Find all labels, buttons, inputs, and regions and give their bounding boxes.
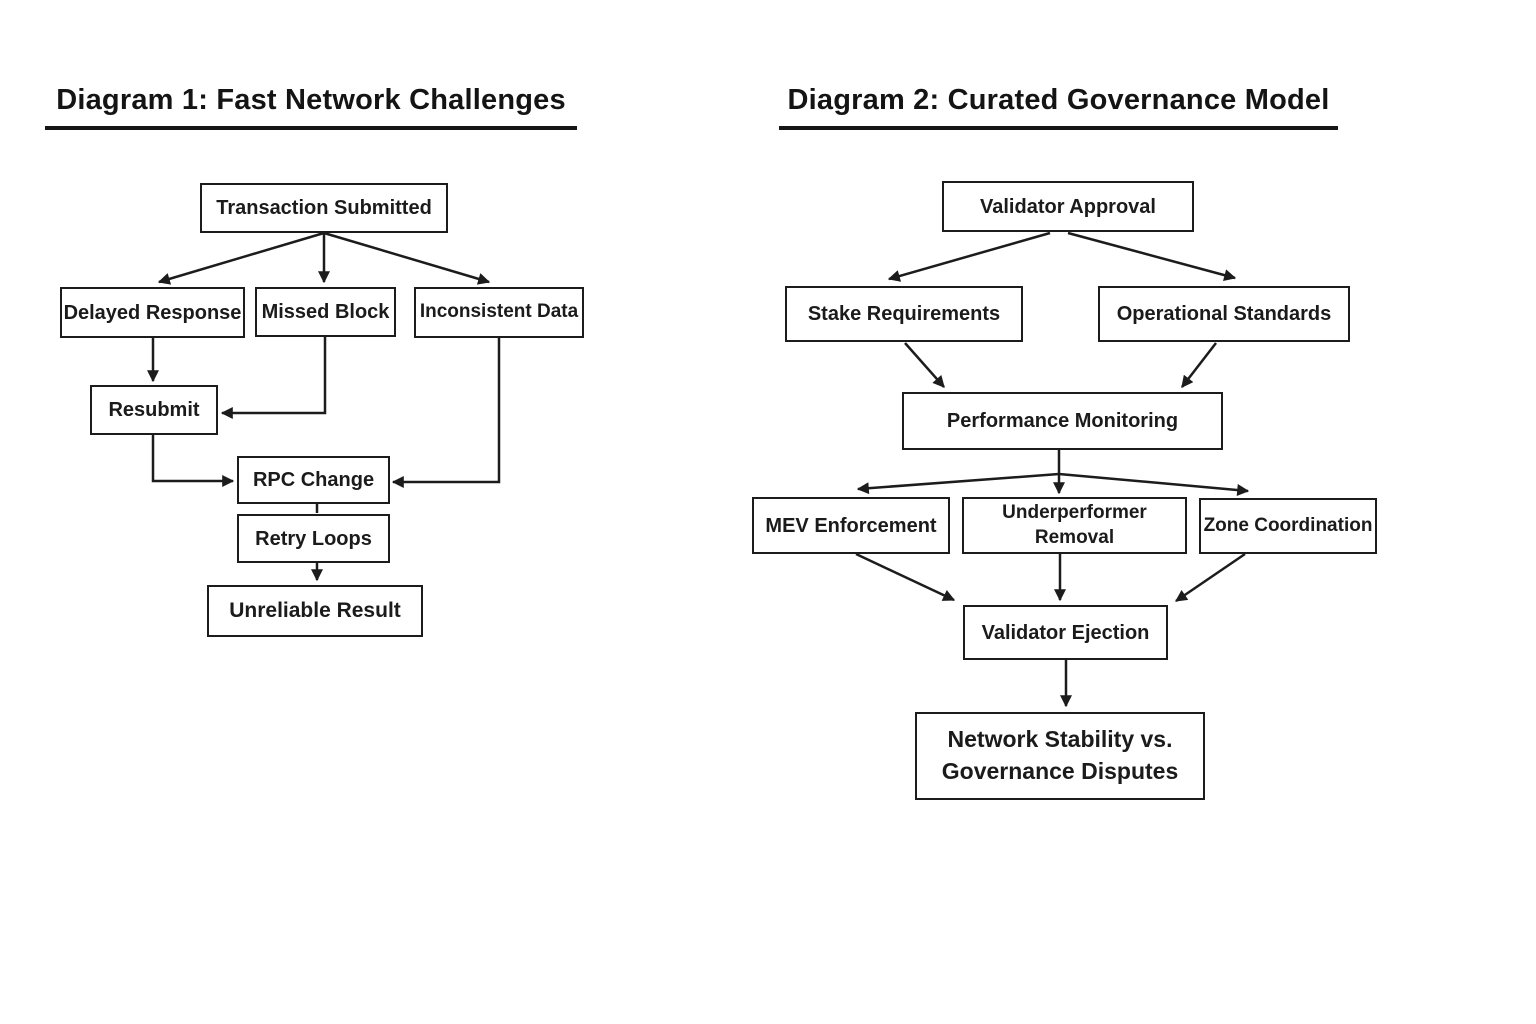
node-stake-requirements: Stake Requirements [785, 286, 1023, 342]
edge-approval-to-operational [1067, 231, 1237, 281]
edge-zone-to-ejection [1175, 552, 1246, 603]
diagram1-title: Diagram 1: Fast Network Challenges [45, 84, 577, 130]
edge-resubmit-to-rpc [151, 435, 235, 487]
node-zone-coordination: Zone Coordination [1199, 498, 1377, 554]
node-delayed-response: Delayed Response [60, 287, 245, 338]
node-operational-standards: Operational Standards [1098, 286, 1350, 342]
node-validator-ejection: Validator Ejection [963, 605, 1168, 660]
edge-mev-to-ejection [855, 552, 956, 602]
node-missed-block: Missed Block [255, 287, 396, 337]
node-unreliable-result: Unreliable Result [207, 585, 423, 637]
node-performance-monitoring: Performance Monitoring [902, 392, 1223, 450]
edge-transaction-to-delayed [157, 231, 325, 285]
edge-inconsistent-to-rpc [391, 338, 501, 488]
edge-missed-to-resubmit [220, 337, 327, 419]
node-network-stability: Network Stability vs. Governance Dispute… [915, 712, 1205, 800]
node-rpc-change: RPC Change [237, 456, 390, 504]
node-retry-loops: Retry Loops [237, 514, 390, 563]
node-resubmit: Resubmit [90, 385, 218, 435]
node-mev-enforcement: MEV Enforcement [752, 497, 950, 554]
edge-stake-to-monitoring [904, 342, 945, 388]
node-validator-approval: Validator Approval [942, 181, 1194, 232]
diagram2-title: Diagram 2: Curated Governance Model [779, 84, 1338, 130]
edge-transaction-to-inconsistent [323, 231, 491, 285]
edge-monitoring-to-zone [1058, 472, 1250, 497]
node-transaction-submitted: Transaction Submitted [200, 183, 448, 233]
node-underperformer-removal: Underperformer Removal [962, 497, 1187, 554]
node-inconsistent-data: Inconsistent Data [414, 287, 584, 338]
edge-operational-to-monitoring [1181, 342, 1217, 388]
edge-monitoring-to-mev [856, 472, 1060, 495]
edge-approval-to-stake [887, 231, 1051, 282]
